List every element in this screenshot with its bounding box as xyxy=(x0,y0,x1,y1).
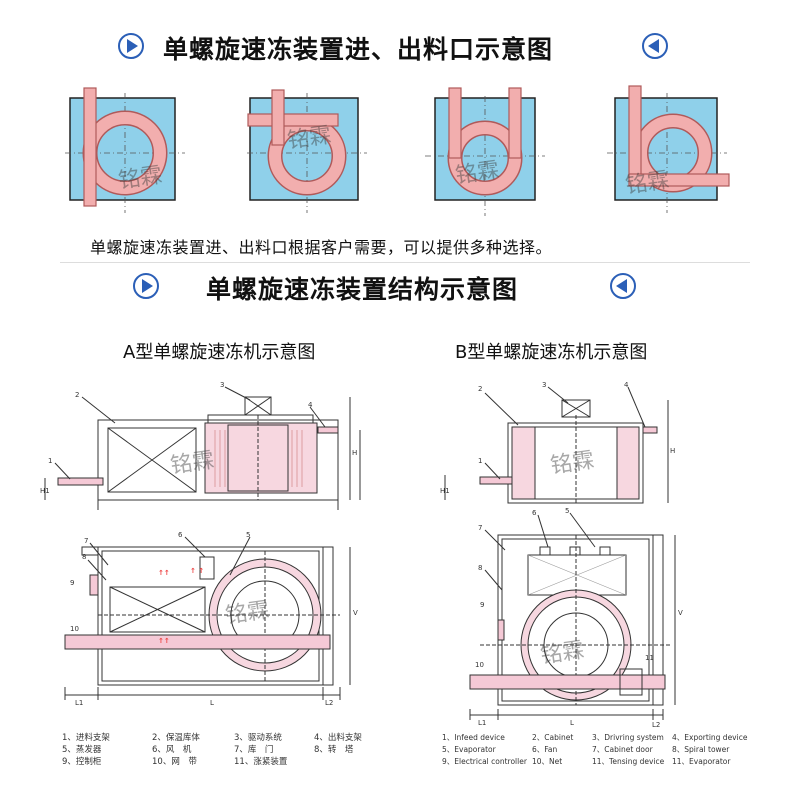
legend-item: 9、控制柜 xyxy=(62,757,102,767)
diagram-b: 2 3 4 1 H H1 7 8 9 6 5 10 11 L L1 L2 V xyxy=(440,381,683,729)
legend-b-col-1: 1、Infeed device 5、Evaporator 9、Electrica… xyxy=(442,732,527,768)
svg-text:11: 11 xyxy=(645,654,654,662)
play-right-icon xyxy=(118,33,144,59)
inlet-panel-3 xyxy=(424,87,546,217)
legend-b-col-2: 2、Cabinet 6、Fan 10、Net xyxy=(532,732,573,768)
section-title-structure: 单螺旋速冻装置结构示意图 xyxy=(206,275,519,304)
svg-text:6: 6 xyxy=(178,531,183,539)
legend-item: 8、转 塔 xyxy=(314,745,354,755)
svg-text:1: 1 xyxy=(478,457,482,465)
legend-a-col-3: 3、驱动系统 7、库 门 11、涨紧装置 xyxy=(234,732,287,768)
svg-text:L2: L2 xyxy=(325,699,333,707)
svg-text:5: 5 xyxy=(565,507,569,515)
svg-text:H: H xyxy=(670,447,675,455)
diagram-a: 2 3 4 1 H H1 7 8 9 6 5 10 L L1 L2 V ↑↑ ↑↑… xyxy=(40,381,361,707)
legend-item: 3、Drivring system xyxy=(592,733,664,742)
svg-text:7: 7 xyxy=(478,524,482,532)
watermark: 铭霖 xyxy=(538,638,586,669)
legend-item: 4、Exporting device xyxy=(672,733,748,742)
watermark: 铭霖 xyxy=(285,123,333,154)
diagram-b-title: B型单螺旋速冻机示意图 xyxy=(455,342,648,363)
watermark: 铭霖 xyxy=(116,163,164,194)
inlet-outlet-panels xyxy=(64,85,730,217)
legend-item: 9、Electrical controller xyxy=(442,757,527,766)
svg-text:2: 2 xyxy=(75,391,79,399)
legend-item: 11、涨紧装置 xyxy=(234,757,288,767)
svg-text:8: 8 xyxy=(478,564,482,572)
svg-text:L2: L2 xyxy=(652,721,660,729)
legend-b-col-4: 4、Exporting device 8、Spiral tower 11、Eva… xyxy=(672,732,747,768)
svg-text:V: V xyxy=(678,609,683,617)
play-right-icon xyxy=(133,273,159,299)
svg-text:6: 6 xyxy=(532,509,537,517)
legend-item: 8、Spiral tower xyxy=(672,745,730,754)
watermark: 铭霖 xyxy=(168,448,216,479)
svg-text:9: 9 xyxy=(70,579,74,587)
play-left-icon xyxy=(610,273,636,299)
svg-text:9: 9 xyxy=(480,601,484,609)
inlet-panel-1 xyxy=(64,87,186,214)
legend-item: 1、进料支架 xyxy=(62,733,110,743)
svg-text:8: 8 xyxy=(82,553,86,561)
svg-text:L1: L1 xyxy=(75,699,83,707)
svg-text:7: 7 xyxy=(84,537,88,545)
svg-text:2: 2 xyxy=(478,385,482,393)
watermark: 铭霖 xyxy=(223,598,271,629)
section-title-inlet-outlet: 单螺旋速冻装置进、出料口示意图 xyxy=(163,35,554,64)
svg-text:H: H xyxy=(352,449,357,457)
svg-text:↑ ↑: ↑ ↑ xyxy=(190,567,204,575)
svg-text:L: L xyxy=(210,699,214,707)
legend-item: 1、Infeed device xyxy=(442,733,505,742)
legend-a-col-2: 2、保温库体 6、风 机 10、网 带 xyxy=(152,732,200,768)
svg-text:5: 5 xyxy=(246,531,250,539)
svg-text:10: 10 xyxy=(70,625,79,633)
play-left-icon xyxy=(642,33,668,59)
svg-text:3: 3 xyxy=(542,381,546,389)
watermark: 铭霖 xyxy=(548,448,596,479)
caption-text: 单螺旋速冻装置进、出料口根据客户需要，可以提供多种选择。 xyxy=(90,238,553,257)
legend-item: 10、网 带 xyxy=(152,757,197,767)
svg-text:3: 3 xyxy=(220,381,224,389)
svg-text:H1: H1 xyxy=(440,487,450,495)
legend-item: 7、库 门 xyxy=(234,745,274,755)
legend-item: 6、Fan xyxy=(532,745,558,754)
legend-a-col-4: 4、出料支架 8、转 塔 xyxy=(314,732,362,756)
legend-item: 2、保温库体 xyxy=(152,733,200,743)
svg-text:V: V xyxy=(353,609,358,617)
svg-text:↑↑: ↑↑ xyxy=(158,569,170,577)
legend-item: 5、蒸发器 xyxy=(62,745,102,755)
inlet-panel-2 xyxy=(246,89,368,214)
svg-text:10: 10 xyxy=(475,661,484,669)
watermark: 铭霖 xyxy=(453,158,501,189)
divider xyxy=(60,262,750,263)
watermark: 铭霖 xyxy=(623,168,671,199)
legend-item: 11、Tensing device xyxy=(592,757,665,766)
legend-item: 4、出料支架 xyxy=(314,733,362,743)
legend-item: 5、Evaporator xyxy=(442,745,496,754)
svg-text:L: L xyxy=(570,719,574,727)
legend-item: 10、Net xyxy=(532,757,563,766)
svg-text:↑↑: ↑↑ xyxy=(158,637,170,645)
svg-text:4: 4 xyxy=(308,401,313,409)
diagram-a-title: A型单螺旋速冻机示意图 xyxy=(123,342,316,363)
legend-item: 6、风 机 xyxy=(152,745,192,755)
legend-item: 3、驱动系统 xyxy=(234,733,282,743)
inlet-panel-4 xyxy=(606,85,730,214)
svg-text:H1: H1 xyxy=(40,487,50,495)
legend-a-col-1: 1、进料支架 5、蒸发器 9、控制柜 xyxy=(62,732,110,768)
svg-text:1: 1 xyxy=(48,457,52,465)
svg-text:L1: L1 xyxy=(478,719,486,727)
legend-item: 11、Evaporator xyxy=(672,757,731,766)
legend-item: 7、Cabinet door xyxy=(592,745,653,754)
legend-b-col-3: 3、Drivring system 7、Cabinet door 11、Tens… xyxy=(592,732,664,768)
svg-text:4: 4 xyxy=(624,381,629,389)
legend-item: 2、Cabinet xyxy=(532,733,574,742)
